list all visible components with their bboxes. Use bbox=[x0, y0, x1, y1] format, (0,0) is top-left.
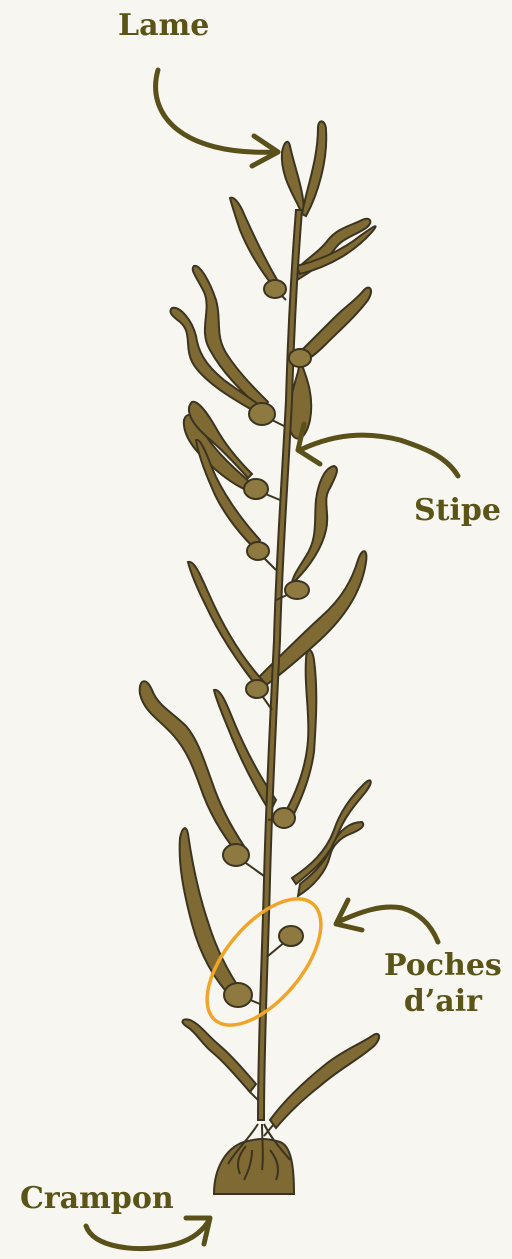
blade-right-7 bbox=[292, 780, 371, 884]
air-bladder bbox=[244, 479, 268, 499]
label-poches-line2: d’air bbox=[384, 984, 502, 1020]
arrow-stipe bbox=[300, 435, 458, 476]
air-bladder bbox=[224, 983, 252, 1007]
label-poches-dair: Poches d’air bbox=[384, 948, 502, 1020]
blade-right-9 bbox=[270, 1034, 379, 1128]
arrow-poches bbox=[338, 907, 438, 942]
air-bladder bbox=[273, 808, 295, 828]
label-stipe: Stipe bbox=[414, 493, 501, 529]
blade-right-6 bbox=[282, 650, 316, 822]
blade-right-4 bbox=[292, 466, 337, 582]
air-bladder bbox=[264, 280, 286, 298]
arrow-crampon bbox=[86, 1222, 208, 1249]
air-bladder bbox=[249, 403, 275, 425]
air-bladder bbox=[246, 680, 268, 698]
blade-top-left bbox=[282, 142, 304, 214]
air-bladder bbox=[285, 581, 309, 599]
label-poches-line1: Poches bbox=[384, 948, 502, 984]
blade-upper-left-1 bbox=[230, 198, 282, 290]
label-lame: Lame bbox=[118, 8, 209, 44]
stalk-left-8 bbox=[248, 1090, 258, 1100]
blade-left-4 bbox=[184, 415, 256, 494]
blade-top-right bbox=[302, 121, 326, 216]
holdfast-body bbox=[214, 1139, 294, 1194]
blade-right-8 bbox=[298, 822, 363, 896]
air-bladder bbox=[223, 844, 249, 866]
callout-arrows bbox=[86, 70, 458, 1249]
holdfast bbox=[214, 1124, 294, 1194]
blade-left-7 bbox=[188, 562, 264, 688]
blade-left-11 bbox=[183, 1019, 256, 1092]
air-bladder bbox=[279, 926, 303, 946]
blades bbox=[140, 121, 379, 1128]
air-bladder bbox=[289, 349, 311, 367]
label-crampon: Crampon bbox=[20, 1181, 174, 1217]
air-bladder bbox=[247, 542, 269, 560]
blade-right-2 bbox=[300, 288, 371, 362]
